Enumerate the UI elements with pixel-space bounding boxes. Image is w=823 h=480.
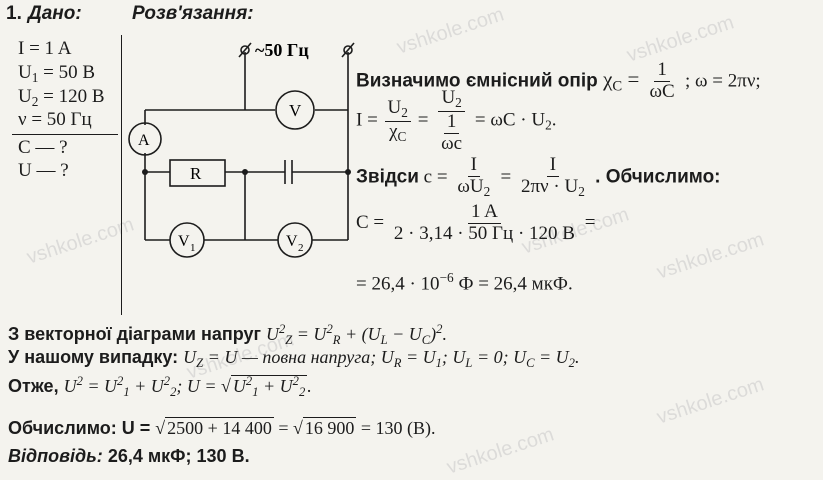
watermark: vshkole.com: [654, 373, 767, 429]
given-vertical-divider: [121, 35, 122, 315]
given-frequency: ν = 50 Гц: [18, 109, 92, 130]
given-heading: Дано:: [28, 3, 82, 24]
ammeter-label: A: [138, 132, 150, 149]
problem-number: 1.: [6, 3, 22, 24]
voltmeter-2-sub: 2: [298, 242, 304, 254]
watermark: vshkole.com: [654, 228, 767, 284]
given-u2: U2 = 120 B: [18, 86, 105, 109]
voltmeter-label: V: [289, 101, 302, 120]
bottom-line-1: З векторної діаграми напруг U2Z = U2R + …: [8, 322, 447, 347]
given-divider: [12, 134, 118, 135]
voltmeter-1-sub: 1: [190, 242, 196, 254]
solution-line-5: = 26,4 · 10−6 Ф = 26,4 мкФ.: [356, 270, 573, 295]
source-label: ~50 Гц: [255, 40, 309, 60]
bottom-line-3: Отже, U2 = U21 + U22; U = √U21 + U22.: [8, 374, 312, 399]
find-capacitance: C — ?: [18, 137, 68, 158]
resistor-label: R: [190, 164, 202, 183]
given-u1: U1 = 50 B: [18, 62, 96, 85]
watermark: vshkole.com: [394, 3, 507, 59]
bottom-line-2: У нашому випадку: UZ = U — повна напруга…: [8, 347, 580, 370]
voltmeter-1-label: V: [178, 233, 190, 250]
voltmeter-2-label: V: [286, 233, 298, 250]
find-voltage: U — ?: [18, 160, 69, 181]
given-current: I = 1 A: [18, 38, 72, 59]
watermark: vshkole.com: [444, 423, 557, 479]
solution-heading: Розв'язання:: [132, 3, 254, 24]
bottom-line-4: Обчислимо: U = √2500 + 14 400 = √16 900 …: [8, 417, 436, 438]
circuit-diagram: ~50 Гц V A R V 1 V 2: [128, 40, 355, 258]
answer-line: Відповідь: 26,4 мкФ; 130 В.: [8, 446, 250, 466]
